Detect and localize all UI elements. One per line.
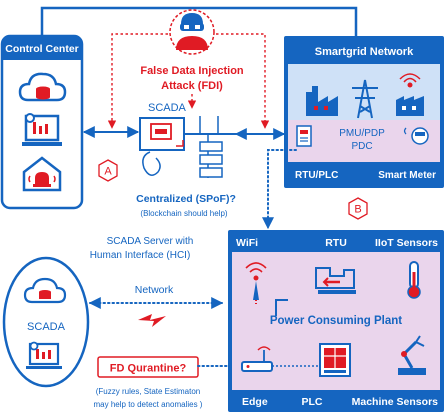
robot-arm-icon xyxy=(398,335,426,375)
fd-quarantine-box: FD Qurantine? xyxy=(97,356,199,378)
power-pylon-icon xyxy=(352,79,378,119)
wifi-label: WiFi xyxy=(236,237,258,249)
marker-b: B xyxy=(348,197,368,220)
plc-label: PLC xyxy=(302,396,323,408)
wifi-tower-icon xyxy=(245,262,267,304)
quarantine-note-line1: (Fuzzy rules, State Estimaton xyxy=(96,387,200,396)
industrial-plant-icon xyxy=(396,73,424,116)
iiot-label: IIoT Sensors xyxy=(375,237,438,249)
plant-panel: WiFi RTU IIoT Sensors Power Consuming Pl… xyxy=(228,230,444,412)
operator-workstation-icon xyxy=(22,113,62,146)
top-link-line xyxy=(40,6,358,36)
marker-b-label: B xyxy=(354,204,361,216)
alarm-house-icon xyxy=(22,156,62,192)
machine-sensors-label: Machine Sensors xyxy=(352,396,439,408)
smartgrid-panel: Smartgrid Network xyxy=(284,36,444,188)
control-center-title: Control Center xyxy=(5,43,79,55)
fdi-arrow-left xyxy=(107,33,168,129)
scada-server-ellipse: SCADA xyxy=(2,256,90,388)
fdi-arrow-right xyxy=(216,33,270,129)
scada-bottom-label: SCADA xyxy=(27,321,66,333)
thermometer-icon xyxy=(407,261,421,299)
network-label: Network xyxy=(135,284,174,296)
control-center-panel: Control Center xyxy=(0,34,84,210)
operator-workstation-icon xyxy=(26,341,62,369)
scada-server-line2: Human Interface (HCI) xyxy=(90,250,191,261)
smart-meter-icon xyxy=(403,127,429,145)
factory-icon xyxy=(306,86,338,116)
edge-label: Edge xyxy=(242,396,268,408)
scada-hub-icon xyxy=(139,116,236,178)
scada-label: SCADA xyxy=(148,102,187,114)
rtu-label: RTU xyxy=(325,237,347,249)
fdi-title-line2: Attack (FDI) xyxy=(161,80,223,92)
pmu-label-line2: PDC xyxy=(351,141,372,152)
cloud-database-icon xyxy=(23,277,67,304)
rtu-plc-icon xyxy=(296,125,312,147)
link-smartgrid-plant xyxy=(262,149,297,230)
plant-link-up xyxy=(275,299,288,316)
cloud-database-icon xyxy=(18,72,67,102)
marker-a-label: A xyxy=(104,166,112,178)
plant-center-label: Power Consuming Plant xyxy=(270,315,402,327)
quarantine-note-line2: may help to detect anomalies ) xyxy=(94,400,203,409)
fd-quarantine-label: FD Qurantine? xyxy=(110,363,187,375)
blockchain-note: (Blockchain should help) xyxy=(140,209,227,218)
rtu-plc-label: RTU/PLC xyxy=(295,170,338,181)
smartgrid-title: Smartgrid Network xyxy=(315,46,414,58)
smart-meter-label: Smart Meter xyxy=(378,170,436,181)
lightning-attack-icon xyxy=(138,314,166,327)
hacker-icon xyxy=(169,9,215,55)
plc-icon xyxy=(319,343,351,377)
centralized-label: Centralized (SPoF)? xyxy=(136,193,236,205)
fdi-title-line1: False Data Injection xyxy=(140,65,244,77)
rtu-machine-icon xyxy=(315,267,356,294)
scada-server-line1: SCADA Server with xyxy=(107,236,194,247)
pmu-label-line1: PMU/PDP xyxy=(339,128,385,139)
marker-a: A xyxy=(98,159,118,182)
